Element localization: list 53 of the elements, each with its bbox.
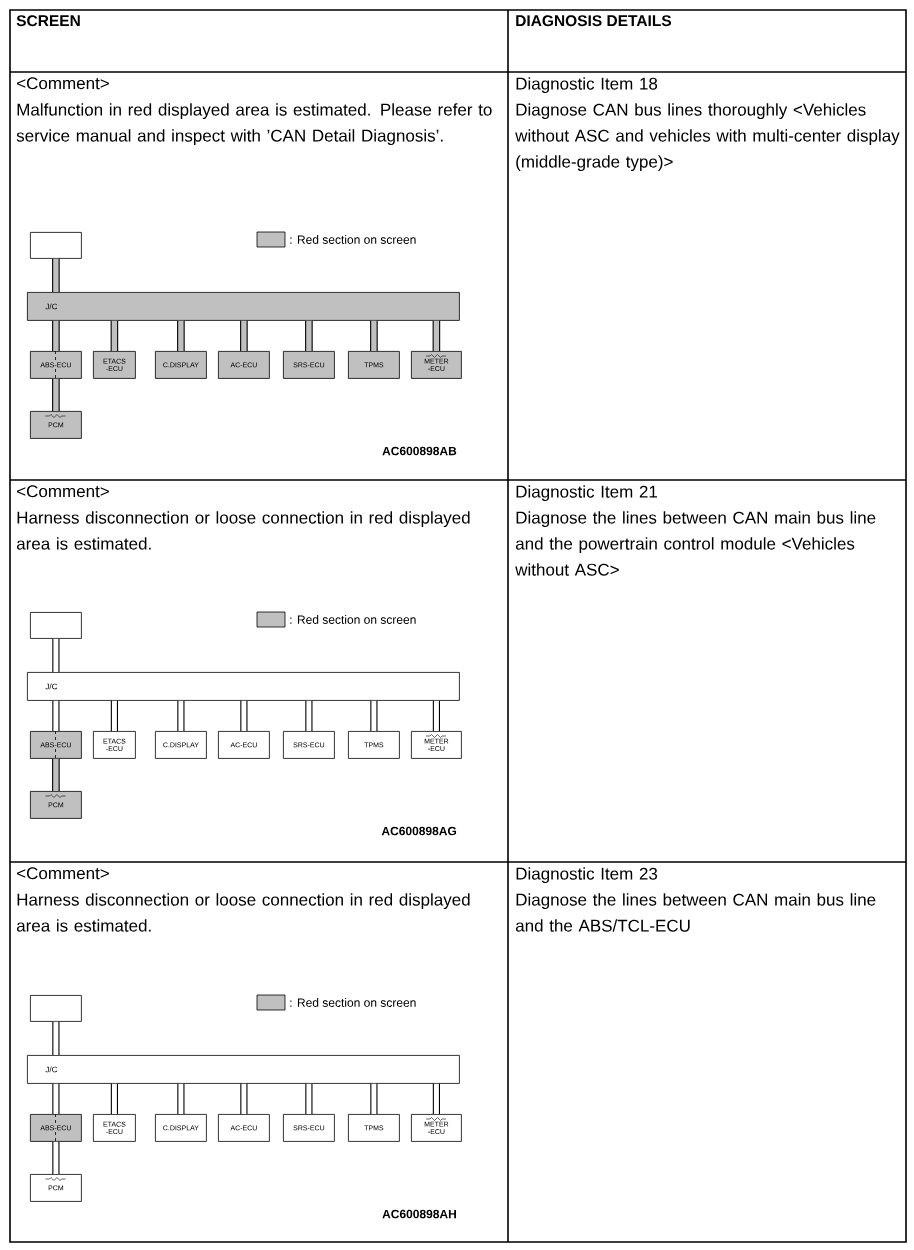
comment-text: Malfunction in red displayed area is estimated. Please refer to service manual and inspect with ’CAN Detail Diagnosis’. bbox=[16, 103, 492, 146]
bus-connector bbox=[432, 1083, 440, 1114]
tester-box bbox=[30, 232, 82, 259]
bus-connector bbox=[52, 1083, 60, 1114]
tester-box bbox=[30, 612, 82, 639]
bus-connector bbox=[52, 378, 60, 412]
legend-text: : Red section on screen bbox=[290, 998, 416, 1007]
comment-heading: <Comment> bbox=[17, 77, 109, 90]
bus-connector bbox=[432, 320, 441, 352]
bus-connector bbox=[52, 1021, 60, 1055]
bus-connector bbox=[52, 320, 60, 352]
junction-bar: J/C bbox=[27, 292, 460, 321]
item-text: Diagnose the lines between CAN main bus line and the ABS/TCL-ECU bbox=[515, 893, 876, 932]
bus-connector bbox=[177, 320, 185, 352]
item-title: Diagnostic Item 18 bbox=[516, 77, 658, 94]
header-text: DIAGNOSIS DETAILS bbox=[516, 15, 672, 27]
junction-bar: J/C bbox=[27, 1055, 460, 1084]
legend-text: : Red section on screen bbox=[290, 615, 416, 624]
comment-heading: <Comment> bbox=[17, 867, 109, 880]
bus-connector bbox=[52, 1141, 60, 1174]
bus-connector bbox=[177, 700, 185, 731]
bus-connector bbox=[52, 700, 60, 731]
item-text: Diagnose CAN bus lines thoroughly <Vehicles without ASC and vehicles with multi-center display (middle-grade type)> bbox=[515, 103, 900, 172]
comment-heading: <Comment> bbox=[17, 485, 109, 498]
figure-code: AC600898AG bbox=[381, 826, 457, 836]
bus-connector bbox=[240, 1083, 248, 1114]
bus-connector bbox=[52, 758, 60, 792]
header-text: SCREEN bbox=[16, 15, 80, 27]
bus-connector bbox=[370, 320, 378, 352]
bus-connector bbox=[240, 700, 248, 731]
bus-connector bbox=[52, 638, 60, 672]
bus-connector bbox=[305, 1083, 313, 1114]
bus-connector bbox=[110, 700, 118, 731]
bus-connector bbox=[177, 1083, 185, 1114]
bus-connector bbox=[52, 258, 60, 293]
bus-connector bbox=[240, 320, 248, 352]
item-text: Diagnose the lines between CAN main bus line and the powertrain control module <Vehicles without ASC> bbox=[515, 511, 876, 576]
junction-bar: J/C bbox=[27, 672, 460, 701]
legend-text: : Red section on screen bbox=[290, 235, 416, 244]
bus-connector bbox=[110, 320, 119, 352]
comment-text: Harness disconnection or loose connection in red displayed area is estimated. bbox=[16, 511, 470, 550]
item-title: Diagnostic Item 21 bbox=[516, 485, 657, 502]
bus-connector bbox=[305, 320, 313, 352]
bus-connector bbox=[370, 1083, 378, 1114]
tester-box bbox=[30, 995, 82, 1022]
bus-connector bbox=[110, 1083, 118, 1114]
bus-connector bbox=[305, 700, 313, 731]
bus-connector bbox=[432, 700, 440, 731]
comment-text: Harness disconnection or loose connection in red displayed area is estimated. bbox=[16, 893, 470, 932]
figure-code: AC600898AB bbox=[382, 446, 457, 456]
item-title: Diagnostic Item 23 bbox=[516, 867, 658, 884]
figure-code: AC600898AH bbox=[382, 1209, 456, 1219]
bus-connector bbox=[370, 700, 378, 731]
